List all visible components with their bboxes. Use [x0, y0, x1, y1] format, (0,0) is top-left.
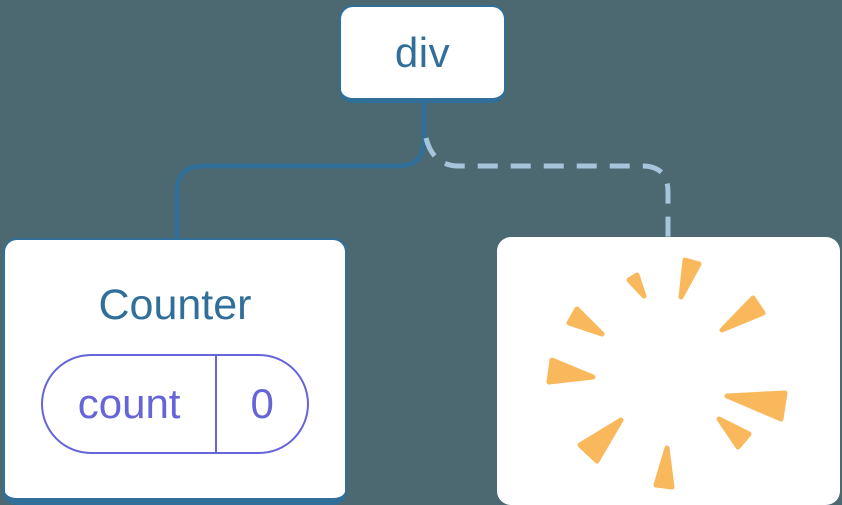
div-label: div	[394, 28, 451, 76]
connector-solid-line	[174, 99, 427, 240]
dom-node-div: div	[339, 5, 506, 103]
poof-ray	[724, 390, 788, 422]
poof-ray	[566, 306, 605, 337]
counter-title: Counter	[98, 281, 252, 329]
state-value-label: 0	[250, 380, 274, 427]
poof-ray	[546, 357, 596, 385]
poof-ray	[653, 445, 675, 490]
state-key-label: count	[43, 356, 218, 452]
poof-icon	[546, 257, 788, 490]
connector-dashed-line	[423, 137, 671, 237]
poof-ray	[716, 416, 752, 450]
removed-component-card	[497, 237, 840, 505]
poof-ray	[678, 257, 702, 300]
poof-ray	[719, 295, 766, 333]
counter-component-card: Counter count 0	[3, 238, 347, 505]
count-state-pill: count 0	[41, 354, 309, 454]
poof-ray	[577, 417, 624, 464]
poof-ray	[626, 272, 647, 299]
